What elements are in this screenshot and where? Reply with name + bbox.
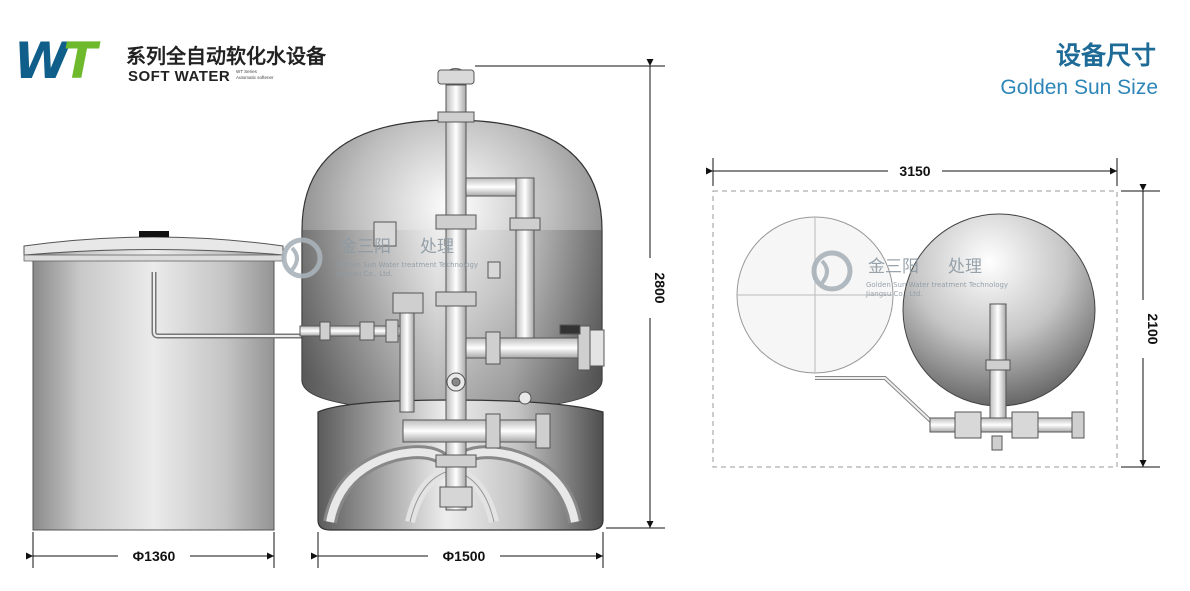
brine-tank-diameter-label: Φ1360 [133, 548, 176, 564]
product-name-en: SOFT WATER [128, 68, 231, 85]
logo-letter-w: W [14, 32, 69, 90]
watermark-front-en-2: Jiangsu Co., Ltd. [335, 270, 393, 278]
watermark-front-cn-2: 处理 [420, 237, 454, 257]
top-view-depth-label: 2100 [1145, 313, 1161, 344]
watermark-top: 金三阳 处理 Golden Sun Water treatment Techno… [811, 250, 1008, 298]
front-dimensions [26, 59, 665, 568]
series-caption: WT Series Automatic softener [236, 69, 296, 81]
top-view [712, 190, 1118, 468]
watermark-top-en-2: Jiangsu Co., Ltd. [865, 290, 923, 298]
top-view-dimensions [706, 158, 1160, 468]
watermark-front-en-1: Golden Sun Water treatment Technology [336, 261, 478, 269]
watermark-front: 金三阳 处理 Golden Sun Water treatment Techno… [281, 237, 478, 279]
watermark-top-cn-1: 金三阳 [868, 257, 919, 277]
softener-tank-diameter-label: Φ1500 [443, 548, 486, 564]
top-view-width-label: 3150 [899, 163, 930, 179]
watermark-front-cn-1: 金三阳 [340, 237, 391, 257]
page-title-cn: 设备尺寸 [1055, 42, 1156, 70]
front-piping [299, 68, 605, 511]
watermark-top-en-1: Golden Sun Water treatment Technology [866, 281, 1008, 289]
series-line-2: Automatic softener [236, 75, 274, 80]
brand-header: WT 系列全自动软化水设备 SOFT WATER WT Series Autom… [14, 36, 344, 92]
product-name-cn: 系列全自动软化水设备 [126, 46, 326, 68]
page-title-en: Golden Sun Size [1000, 76, 1158, 99]
watermark-top-cn-2: 处理 [948, 257, 982, 277]
front-height-label: 2800 [652, 272, 668, 303]
series-line-1: WT Series [236, 69, 257, 74]
brine-tank [23, 231, 305, 531]
